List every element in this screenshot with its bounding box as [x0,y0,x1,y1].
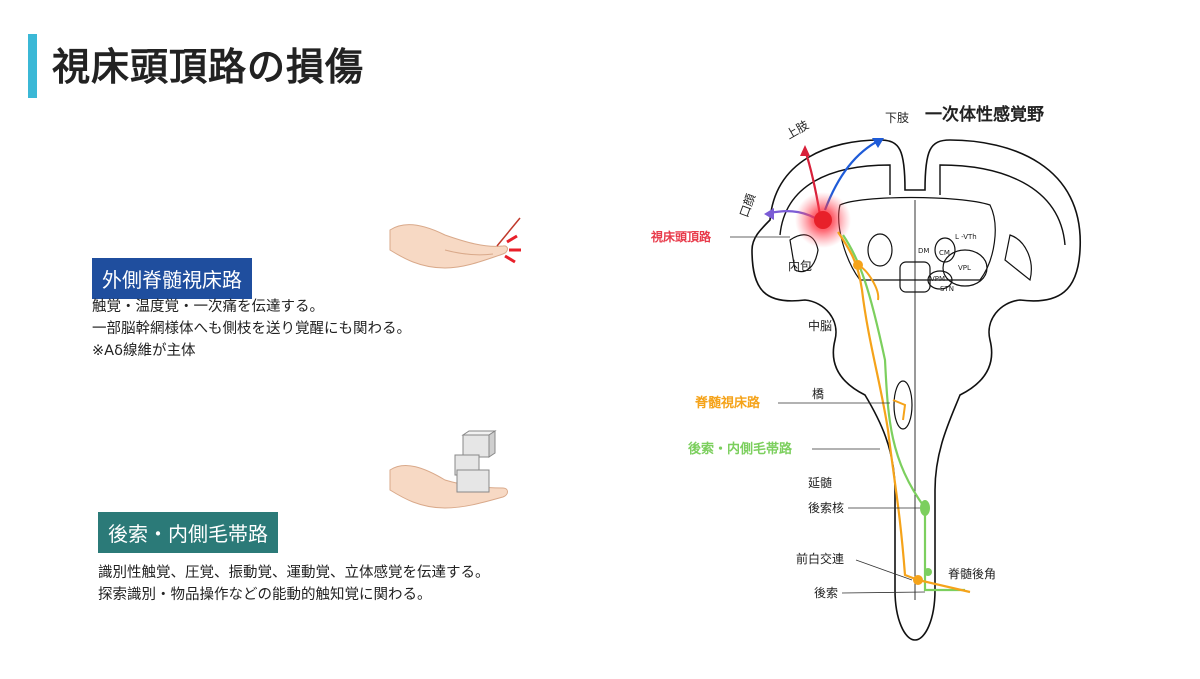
brain-diagram-svg: 一次体性感覚野 上肢 下肢 口顔 視床頭頂路 DM CM L -VTh VPL … [650,104,1081,641]
dorsal-column-nucleus-label: 後索核 [808,501,844,515]
brain-diagram: 一次体性感覚野 上肢 下肢 口顔 視床頭頂路 DM CM L -VTh VPL … [620,95,1200,675]
brain-outline [751,139,1081,641]
hand-illustration-pain [389,217,521,269]
lower-limb-label: 下肢 [885,110,909,125]
page-title: 視床頭頂路の損傷 [52,45,365,89]
desc-line: 探索識別・物品操作などの能動的触知覚に関わる。 [98,587,432,603]
cortex-inner-left [779,164,891,236]
desc-line: 識別性触覚、圧覚、振動覚、運動覚、立体感覚を伝達する。 [98,565,490,581]
lesion-label: 視床頭頂路 [650,229,712,244]
face-label: 口顔 [736,192,758,220]
title-accent-bar [28,34,37,98]
midbrain-label: 中脳 [808,318,832,333]
dorsal-column-description: 識別性触覚、圧覚、振動覚、運動覚、立体感覚を伝達する。 探索識別・物品操作などの… [98,562,490,606]
desc-line: ※Aδ線維が主体 [92,343,196,359]
nucleus-cm: CM [939,249,950,257]
nucleus-vpm: VPM [930,275,945,283]
spinothalamic-label: 外側脊髄視床路 [92,258,252,299]
dorsal-column-spinal-label: 後索 [814,586,838,600]
desc-line: 一部脳幹網様体へも側枝を送り覚醒にも関わる。 [92,321,411,337]
spinothalamic-description: 触覚・温度覚・一次痛を伝達する。 一部脳幹網様体へも側枝を送り覚醒にも関わる。 … [92,296,411,362]
anterior-commissure-label: 前白交連 [796,551,844,566]
hand-illustration-cubes [389,430,508,509]
nucleus-vpl: VPL [958,264,971,272]
cortex-title: 一次体性感覚野 [925,104,1044,125]
dorsal-column-label: 後索・内側毛帯路 [98,512,278,553]
spinothalamic-path-label: 脊髄視床路 [694,395,761,411]
internal-capsule-label: 内包 [788,259,812,273]
upper-limb-label: 上肢 [783,117,811,142]
desc-line: 触覚・温度覚・一次痛を伝達する。 [92,299,324,315]
cortex-inner-right [939,164,1066,246]
medulla-label: 延髄 [808,475,832,490]
pons-label: 橋 [812,387,824,401]
nucleus-dm: DM [918,247,929,255]
nucleus-lvth: L -VTh [955,233,977,241]
nucleus-stn: STN [940,285,954,293]
lemniscal-path-label: 後索・内側毛帯路 [688,441,793,457]
thalamus-outline [838,196,996,281]
dorsal-horn-label: 脊髄後角 [948,566,996,581]
